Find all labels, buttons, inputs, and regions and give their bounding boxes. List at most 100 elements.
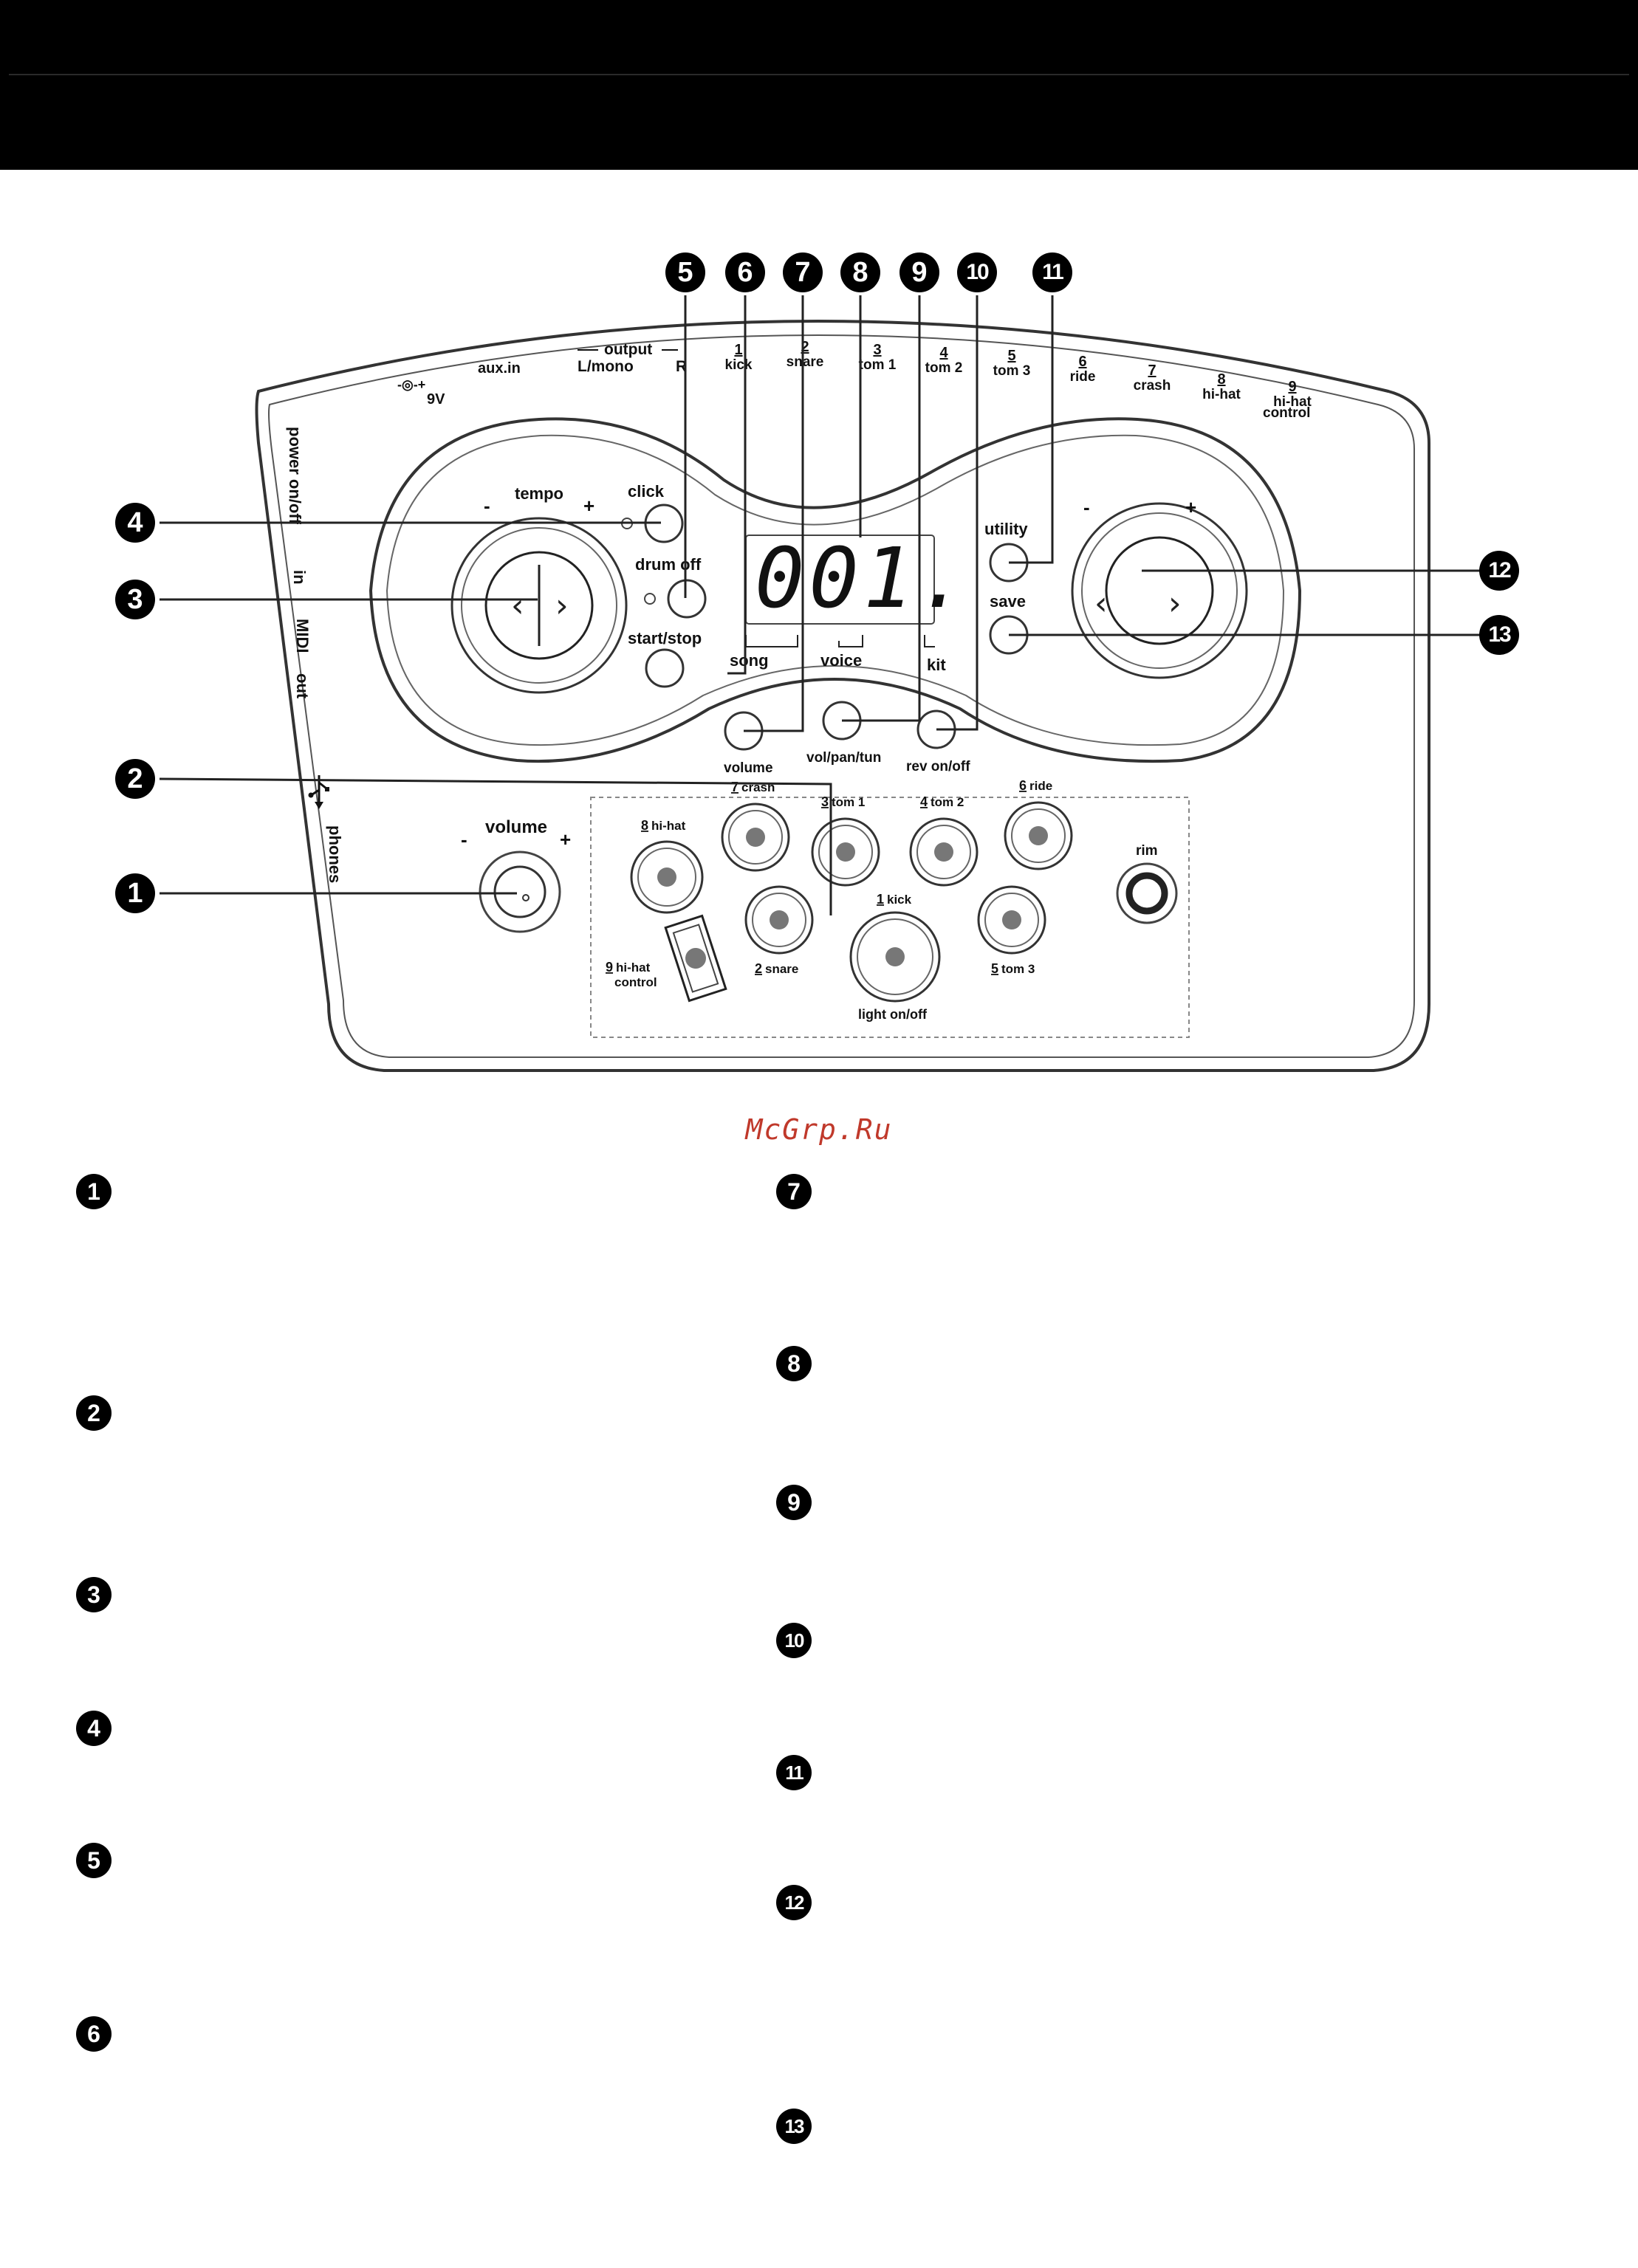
module-body-inner <box>268 334 1415 1058</box>
kit-label: kit <box>927 656 946 674</box>
pad-1-rim <box>857 918 933 995</box>
legend-marker-1: 1 <box>76 1174 112 1209</box>
display-readout: 001. <box>755 531 972 627</box>
start-stop-button[interactable] <box>645 648 685 688</box>
callout-10: 10 <box>957 252 997 292</box>
pad-6-rim <box>1011 808 1066 863</box>
callout-4: 4 <box>115 503 155 543</box>
pad-8-rim <box>637 848 696 907</box>
pad-4-label: tom 2 <box>931 795 964 809</box>
kit-bracket <box>924 635 935 647</box>
pad-3-rim <box>818 825 873 879</box>
header-bar <box>0 0 1638 170</box>
pad-6-number: 6 <box>1019 778 1027 793</box>
tempo-label: tempo <box>515 484 563 503</box>
output-left-label: L/mono <box>578 358 634 375</box>
rear-input-6-number: 6 <box>1078 354 1086 370</box>
pad-4-led <box>934 842 953 862</box>
rear-input-9-extra: control <box>1263 405 1310 421</box>
callout-3: 3 <box>115 580 155 619</box>
legend-marker-12: 12 <box>776 1885 812 1920</box>
callout-13: 13 <box>1479 615 1519 655</box>
rear-input-4-number: 4 <box>939 345 948 361</box>
pad-panel <box>590 797 1190 1038</box>
pad-5-rim <box>984 893 1039 947</box>
callout-11: 11 <box>1032 252 1072 292</box>
callout-8: 8 <box>840 252 880 292</box>
drum-off-label: drum off <box>635 555 702 574</box>
pad-5-label: tom 3 <box>1001 962 1035 976</box>
power-label: power on/off <box>286 427 304 525</box>
master-volume-minus: - <box>461 828 467 850</box>
pad-2-rim <box>752 893 806 947</box>
rear-input-4-label: tom 2 <box>925 360 963 376</box>
rear-input-2-number: 2 <box>801 339 809 355</box>
pad-3-led <box>836 842 855 862</box>
rear-input-9-label: hi-hat <box>1273 394 1312 410</box>
midi-in-label: in <box>290 570 309 585</box>
rear-input-9-number: 9 <box>1288 379 1296 395</box>
pad-9-extra: control <box>614 975 657 989</box>
rear-input-7-number: 7 <box>1148 362 1156 379</box>
drum-off-button[interactable] <box>667 579 707 619</box>
rear-input-8-label: hi-hat <box>1202 387 1241 402</box>
utility-label: utility <box>984 520 1028 538</box>
save-label: save <box>990 592 1026 611</box>
right-jog-wheel[interactable] <box>1105 536 1214 645</box>
pad-5-led <box>1002 910 1021 929</box>
pad-7-rim <box>728 810 783 865</box>
pad-3-number: 3 <box>821 794 829 809</box>
tempo-plus: + <box>583 495 594 517</box>
drum-off-led <box>644 593 656 605</box>
rear-input-5-number: 5 <box>1007 348 1015 364</box>
legend-marker-6: 6 <box>76 2016 112 2052</box>
aux-in-label: aux.in <box>478 360 521 377</box>
pad-9-label: hi-hat <box>616 961 651 975</box>
legend-marker-9: 9 <box>776 1485 812 1520</box>
legend-marker-13: 13 <box>776 2109 812 2144</box>
drum-module-diagram: 9V -◎-+ aux.in output L/mono R 1kick2sna… <box>159 295 1481 1072</box>
pad-1-number: 1 <box>877 892 884 907</box>
rear-input-3-label: tom 1 <box>859 357 897 373</box>
song-label: song <box>730 651 769 670</box>
voice-bracket <box>838 635 863 647</box>
rear-input-6-label: ride <box>1070 369 1096 385</box>
voice-label: voice <box>820 651 862 670</box>
right-jog-increase-icon: › <box>1168 585 1182 622</box>
left-jog-increase-icon: › <box>555 587 569 625</box>
callout-9: 9 <box>899 252 939 292</box>
pad-1-led <box>885 947 905 966</box>
pad-5-number: 5 <box>991 961 998 976</box>
pad-2-led <box>770 910 789 929</box>
control-panel-inner <box>385 434 1285 746</box>
rear-input-1-number: 1 <box>734 342 742 358</box>
pad-7-number: 7 <box>731 780 739 794</box>
midi-out-label: out <box>293 673 312 699</box>
rear-input-5-label: tom 3 <box>993 363 1031 379</box>
callout-5: 5 <box>665 252 705 292</box>
vol-pan-tun-label: vol/pan/tun <box>806 750 881 766</box>
right-jog-outer-ring <box>1081 512 1238 669</box>
kick-extra-label: light on/off <box>858 1007 928 1022</box>
output-label: output <box>604 341 652 358</box>
right-jog-plus: + <box>1185 496 1196 518</box>
pad-4-number: 4 <box>920 794 928 809</box>
hi-hat-pedal <box>664 914 727 1003</box>
legend-marker-10: 10 <box>776 1623 812 1658</box>
pad-1-label: kick <box>887 893 912 907</box>
master-volume-knob-center <box>522 894 530 901</box>
master-volume-plus: + <box>560 828 571 850</box>
pad-8-led <box>657 867 676 887</box>
left-jog-decrease-icon: ‹ <box>511 587 524 625</box>
pad-6-label: ride <box>1029 779 1052 793</box>
legend-marker-4: 4 <box>76 1711 112 1746</box>
right-jog-decrease-icon: ‹ <box>1094 585 1108 622</box>
master-volume-knob[interactable] <box>493 865 546 918</box>
callout-12: 12 <box>1479 551 1519 591</box>
control-panel <box>369 417 1302 763</box>
dc-in-label: 9V <box>427 391 445 408</box>
legend-marker-3: 3 <box>76 1577 112 1612</box>
right-jog-minus: - <box>1083 496 1090 518</box>
rim-jack[interactable] <box>1125 872 1168 915</box>
